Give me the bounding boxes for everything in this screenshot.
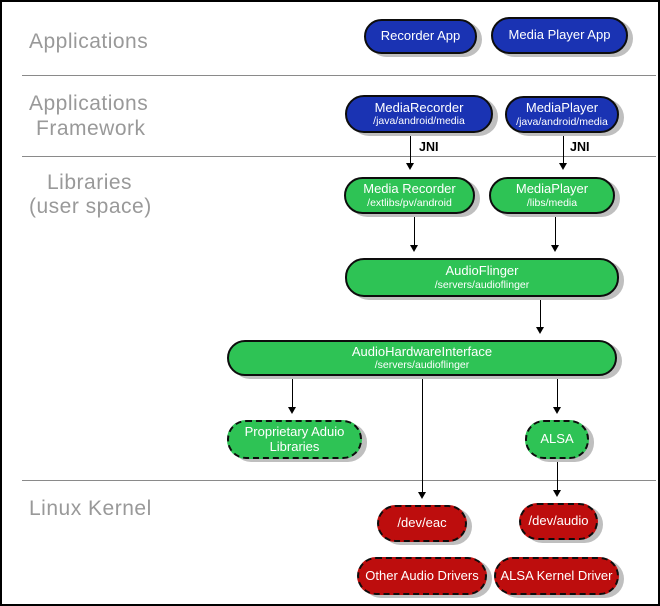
arrow-mediaplayer-jni-down-icon bbox=[558, 135, 567, 170]
arrow-hwinterface-to-proprietary-icon bbox=[287, 377, 296, 414]
node-other-audio-drivers: Other Audio Drivers bbox=[357, 557, 487, 595]
node-path: /java/android/media bbox=[373, 115, 465, 128]
divider-applications-framework bbox=[22, 75, 656, 76]
node-title: ALSA bbox=[540, 431, 574, 447]
node-path: /servers/audioflinger bbox=[434, 278, 530, 291]
arrow-hwinterface-to-dev-eac-icon bbox=[417, 377, 426, 499]
arrow-mediarecorder-jni-down-icon bbox=[405, 135, 414, 170]
node-title: MediaPlayer bbox=[515, 181, 589, 196]
node-title: MediaRecorder bbox=[374, 99, 464, 115]
layer-label-applications: Applications bbox=[29, 30, 149, 53]
node-title: ALSA Kernel Driver bbox=[500, 567, 613, 583]
divider-framework-libraries bbox=[22, 156, 656, 157]
arrow-mediarecorder-to-audioflinger-icon bbox=[409, 215, 418, 252]
node-dev-audio: /dev/audio bbox=[519, 503, 598, 540]
node-proprietary-audio-libraries: Proprietary Aduio Libraries bbox=[227, 420, 362, 459]
node-recorder-app: Recorder App bbox=[364, 19, 477, 54]
node-media-player-app: Media Player App bbox=[491, 17, 628, 54]
layer-label-framework-line1: Applications bbox=[29, 92, 149, 115]
jni-label-right: JNI bbox=[570, 140, 590, 154]
divider-libraries-kernel bbox=[22, 480, 656, 481]
node-title: Recorder App bbox=[380, 28, 461, 44]
node-title: /dev/audio bbox=[528, 513, 589, 529]
layer-label-libraries-line1: Libraries bbox=[47, 171, 133, 194]
node-dev-eac: /dev/eac bbox=[377, 505, 467, 542]
node-title: /dev/eac bbox=[397, 515, 447, 531]
node-title: Other Audio Drivers bbox=[365, 567, 479, 583]
node-path: /servers/audioflinger bbox=[374, 359, 470, 372]
node-audioflinger: AudioFlinger /servers/audioflinger bbox=[345, 258, 619, 297]
node-path: /extlibs/pv/android bbox=[367, 196, 452, 209]
node-title: AudioFlinger bbox=[445, 263, 519, 278]
layer-label-kernel: Linux Kernel bbox=[29, 497, 152, 520]
node-alsa-kernel-driver: ALSA Kernel Driver bbox=[494, 557, 619, 595]
jni-label-left: JNI bbox=[419, 140, 439, 154]
arrow-mediaplayer-to-audioflinger-icon bbox=[550, 215, 559, 252]
layer-label-libraries-line2: (user space) bbox=[29, 195, 152, 218]
node-audio-hardware-interface: AudioHardwareInterface /servers/audiofli… bbox=[227, 340, 617, 376]
node-title: Proprietary Aduio Libraries bbox=[244, 423, 345, 454]
node-alsa: ALSA bbox=[525, 420, 589, 459]
arrow-audioflinger-to-hwinterface-icon bbox=[535, 299, 544, 334]
node-path: /libs/media bbox=[526, 196, 578, 209]
node-mediaplayer-framework: MediaPlayer /java/android/media bbox=[505, 96, 619, 133]
node-title: Media Recorder bbox=[363, 181, 456, 196]
node-mediarecorder-framework: MediaRecorder /java/android/media bbox=[345, 95, 493, 133]
node-title: AudioHardwareInterface bbox=[351, 343, 493, 359]
arrow-alsa-to-dev-audio-icon bbox=[552, 461, 561, 497]
node-path: /java/android/media bbox=[516, 115, 608, 128]
node-media-recorder-library: Media Recorder /extlibs/pv/android bbox=[344, 177, 475, 214]
node-title: MediaPlayer bbox=[525, 100, 599, 115]
layer-label-framework-line2: Framework bbox=[36, 117, 146, 140]
arrow-hwinterface-to-alsa-icon bbox=[552, 377, 561, 414]
node-mediaplayer-library: MediaPlayer /libs/media bbox=[489, 177, 615, 214]
node-title: Media Player App bbox=[508, 27, 611, 43]
